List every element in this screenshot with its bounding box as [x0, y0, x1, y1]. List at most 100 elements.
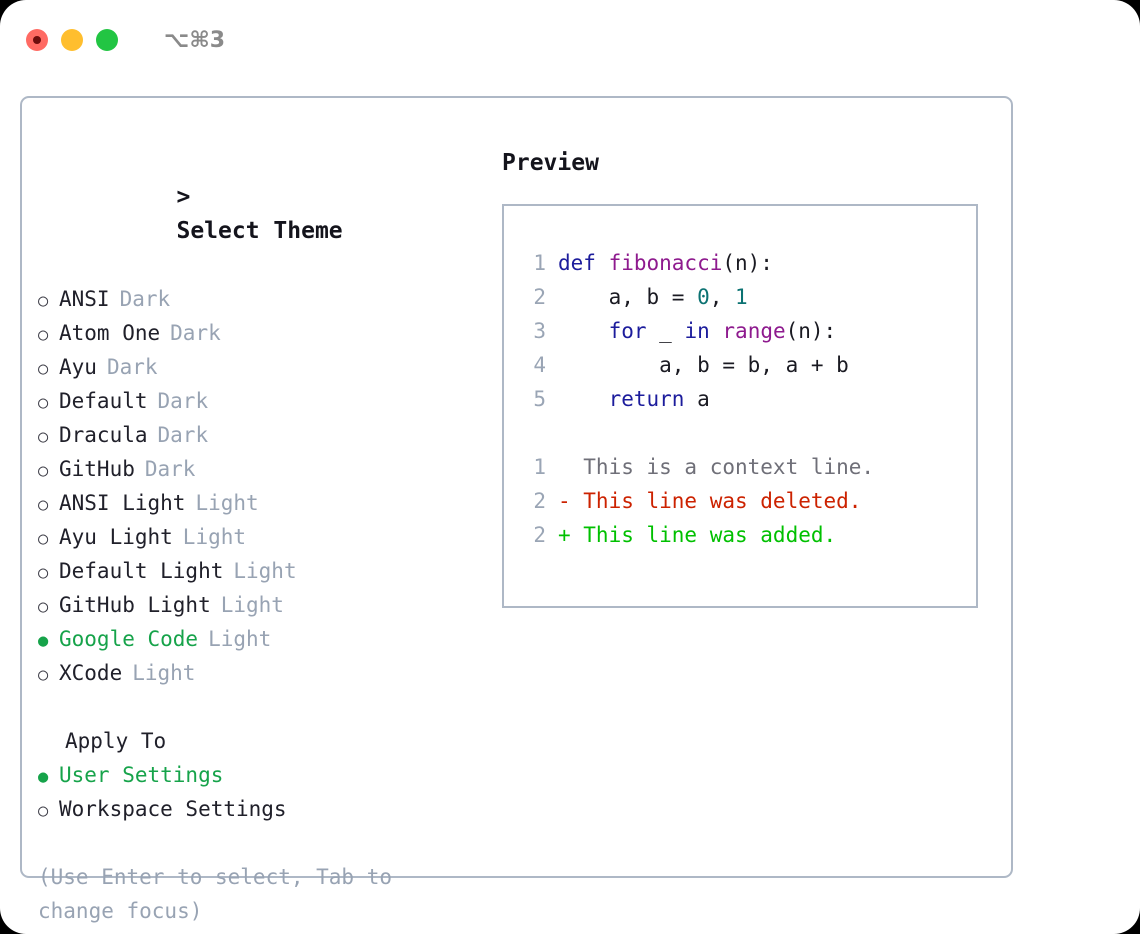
apply-to-option-user-settings[interactable]: ●User Settings: [38, 758, 468, 792]
code-token-kw: def: [558, 251, 609, 275]
theme-option-label: ANSI: [59, 287, 110, 311]
record-indicator-icon: [33, 36, 41, 44]
code-token-kw: for: [608, 319, 647, 343]
code-line-text: def fibonacci(n):: [558, 246, 773, 280]
diff-preview: 1 This is a context line. 2 - This line wa…: [518, 450, 976, 552]
theme-option-category: Light: [233, 559, 297, 583]
theme-option-label: Atom One: [59, 321, 161, 345]
apply-to-heading: Apply To: [65, 729, 167, 753]
theme-option-label: Dracula: [59, 423, 148, 447]
theme-option-label: GitHub Light: [59, 593, 211, 617]
code-token-plain: [558, 387, 609, 411]
apply-to-list[interactable]: ●User Settings ○ Workspace Settings: [38, 758, 468, 826]
theme-option-category: Light: [208, 627, 272, 651]
code-token-plain: [710, 319, 723, 343]
code-token-fn: fibonacci: [608, 251, 723, 275]
theme-option-category: Light: [132, 661, 196, 685]
code-token-num: 0: [697, 285, 710, 309]
theme-option-github-light[interactable]: ○ GitHub Light Light: [38, 588, 468, 622]
theme-option-category: Light: [195, 491, 259, 515]
theme-option-category: Dark: [106, 355, 158, 379]
diff-line-context: 1 This is a context line.: [518, 450, 976, 484]
code-token-kw: in: [684, 319, 710, 343]
line-number: 3: [533, 319, 546, 343]
apply-to-option-workspace-settings[interactable]: ○ Workspace Settings: [38, 792, 468, 826]
code-line-text: a, b = 0, 1: [558, 280, 748, 314]
radio-unselected-icon: ○: [38, 359, 49, 379]
list-spacer: [38, 690, 468, 724]
theme-option-category: Dark: [157, 389, 209, 413]
theme-option-label: GitHub: [59, 457, 135, 481]
line-number: 5: [533, 387, 546, 411]
theme-option-category: Dark: [157, 423, 209, 447]
theme-option-label: Ayu Light: [59, 525, 173, 549]
radio-unselected-icon: ○: [38, 291, 49, 311]
diff-line-text: This is a context line.: [558, 455, 875, 479]
radio-unselected-icon: ○: [38, 665, 49, 685]
preview-heading: Preview: [502, 150, 599, 176]
code-token-plain: (n):: [722, 251, 773, 275]
titlebar: ⌥⌘3: [0, 0, 1140, 80]
preview-gap: [518, 416, 976, 450]
theme-option-label: Google Code: [59, 627, 199, 651]
select-theme-heading: > Select Theme: [38, 146, 468, 282]
theme-option-category: Light: [220, 593, 284, 617]
theme-option-label: ANSI Light: [59, 491, 186, 515]
radio-unselected-icon: ○: [38, 393, 49, 413]
apply-to-option-label: User Settings: [59, 763, 224, 787]
radio-unselected-icon: ○: [38, 427, 49, 447]
code-line: 2 a, b = 0, 1: [518, 280, 976, 314]
radio-unselected-icon: ○: [38, 529, 49, 549]
diff-line-text: - This line was deleted.: [558, 489, 862, 513]
diff-line-del: 2 - This line was deleted.: [518, 484, 976, 518]
keyboard-shortcut-label: ⌥⌘3: [164, 27, 226, 53]
code-line: 3 for _ in range(n):: [518, 314, 976, 348]
theme-option-dracula[interactable]: ○ Dracula Dark: [38, 418, 468, 452]
code-token-plain: a: [684, 387, 710, 411]
code-token-plain: a, b = b, a + b: [558, 353, 849, 377]
theme-option-ansi-light[interactable]: ○ ANSI Light Light: [38, 486, 468, 520]
radio-unselected-icon: ○: [38, 597, 49, 617]
traffic-lights: [26, 29, 118, 51]
radio-unselected-icon: ○: [38, 461, 49, 481]
line-number: 1: [533, 455, 546, 479]
apply-to-option-label: Workspace Settings: [59, 797, 287, 821]
radio-unselected-icon: ○: [38, 325, 49, 345]
select-theme-heading-label: Select Theme: [176, 218, 343, 244]
theme-option-ansi[interactable]: ○ ANSI Dark: [38, 282, 468, 316]
theme-option-label: Default Light: [59, 559, 224, 583]
theme-option-category: Dark: [119, 287, 171, 311]
close-button[interactable]: [26, 29, 48, 51]
maximize-button[interactable]: [96, 29, 118, 51]
theme-option-google-code[interactable]: ● Google Code Light: [38, 622, 468, 656]
code-line: 5 return a: [518, 382, 976, 416]
theme-option-default[interactable]: ○ Default Dark: [38, 384, 468, 418]
radio-unselected-icon: ○: [38, 801, 49, 821]
line-number: 2: [533, 285, 546, 309]
code-line-text: for _ in range(n):: [558, 314, 837, 348]
line-number: 4: [533, 353, 546, 377]
code-line-text: a, b = b, a + b: [558, 348, 849, 382]
radio-unselected-icon: ○: [38, 495, 49, 515]
code-token-plain: ,: [709, 285, 736, 309]
theme-option-label: Default: [59, 389, 148, 413]
code-token-kw: return: [608, 387, 685, 411]
line-number: 2: [533, 489, 546, 513]
radio-selected-icon: ●: [38, 631, 49, 651]
minimize-button[interactable]: [61, 29, 83, 51]
code-token-plain: a, b =: [558, 285, 698, 309]
keyboard-hint-text: (Use Enter to select, Tab to change focu…: [38, 865, 405, 923]
